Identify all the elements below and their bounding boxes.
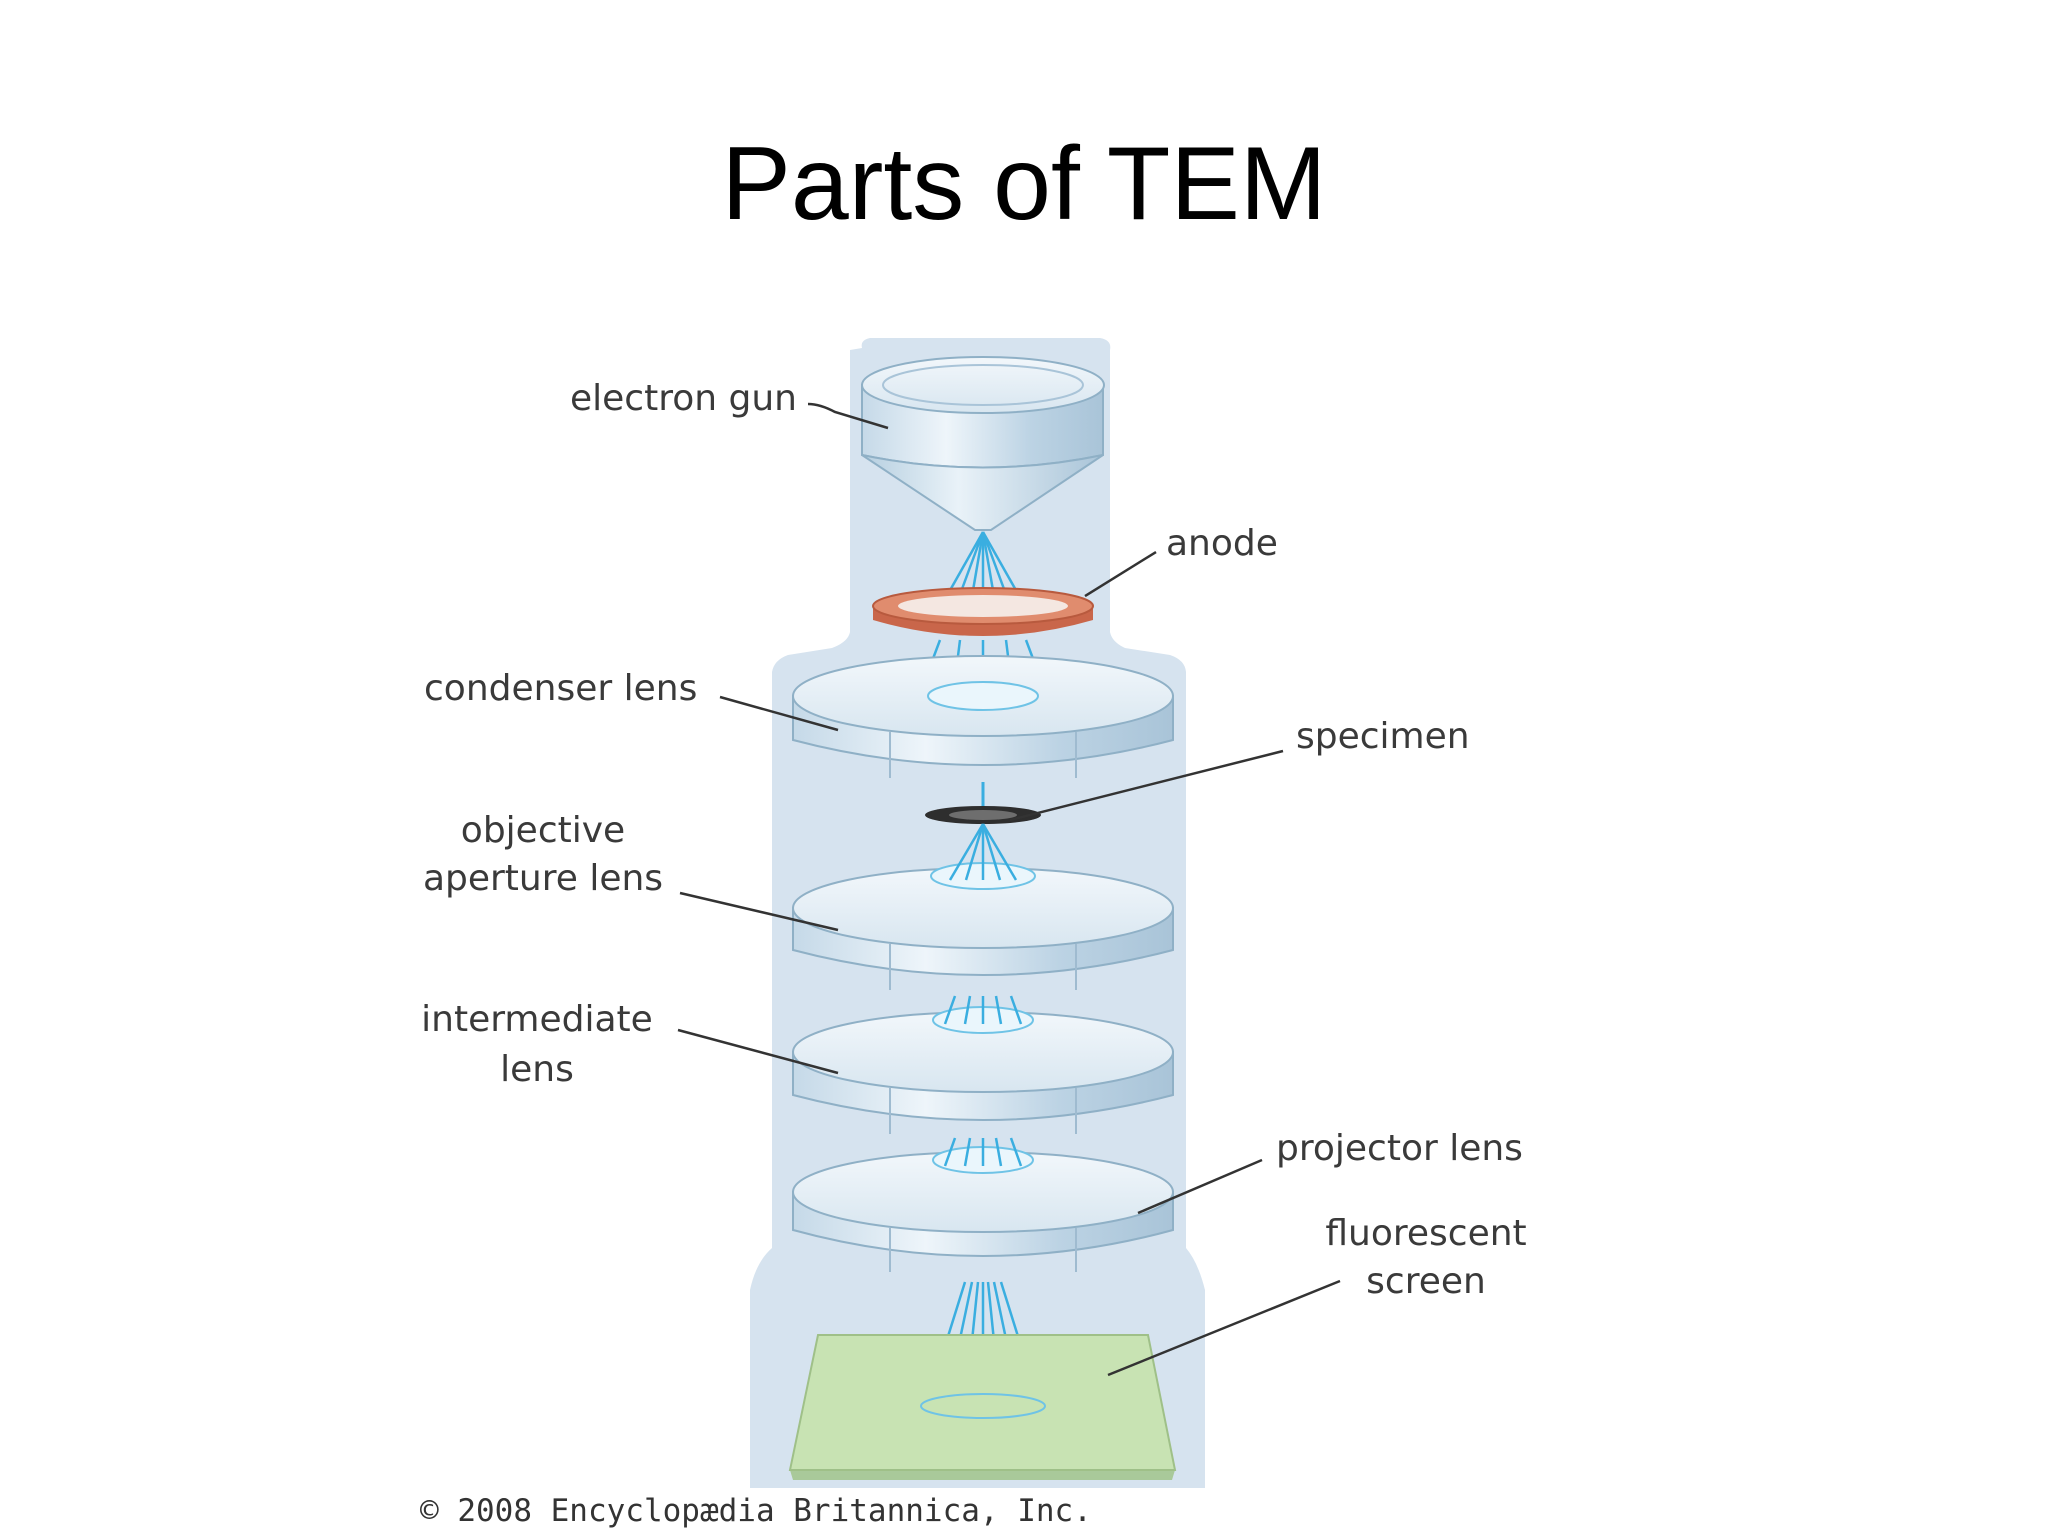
label-anode: anode (1166, 523, 1278, 564)
intermediate-lens (792, 995, 1174, 1134)
leader-anode (1084, 550, 1157, 598)
label-electron-gun: electron gun (570, 378, 797, 419)
leader-lines (677, 402, 1341, 1377)
label-fluorescent-line2: screen (1366, 1261, 1486, 1302)
copyright-notice: © 2008 Encyclopædia Britannica, Inc. (420, 1493, 1092, 1529)
anode (872, 587, 1094, 636)
projector-lens (792, 1137, 1174, 1272)
label-objective-line2: aperture lens (423, 858, 663, 899)
label-intermediate-line1: intermediate (421, 999, 653, 1040)
label-projector-lens: projector lens (1276, 1128, 1523, 1169)
leader-electron-gun (807, 402, 889, 430)
label-condenser-lens: condenser lens (424, 668, 697, 709)
label-specimen: specimen (1296, 716, 1470, 757)
objective-aperture-lens (792, 823, 1174, 990)
leader-fluorescent-screen (1107, 1279, 1341, 1377)
label-objective-line1: objective (461, 810, 625, 851)
condenser-lens (792, 655, 1174, 778)
leader-objective-aperture-lens (679, 891, 839, 932)
leader-condenser-lens (719, 695, 839, 732)
leader-specimen (1009, 749, 1284, 822)
fluorescent-screen (788, 1334, 1177, 1480)
electron-gun (861, 356, 1105, 531)
leader-projector-lens (1137, 1158, 1263, 1215)
leader-intermediate-lens (677, 1028, 839, 1075)
label-intermediate-line2: lens (500, 1049, 574, 1090)
slide-title: Parts of TEM (721, 126, 1327, 242)
label-fluorescent-line1: fluorescent (1325, 1213, 1526, 1254)
